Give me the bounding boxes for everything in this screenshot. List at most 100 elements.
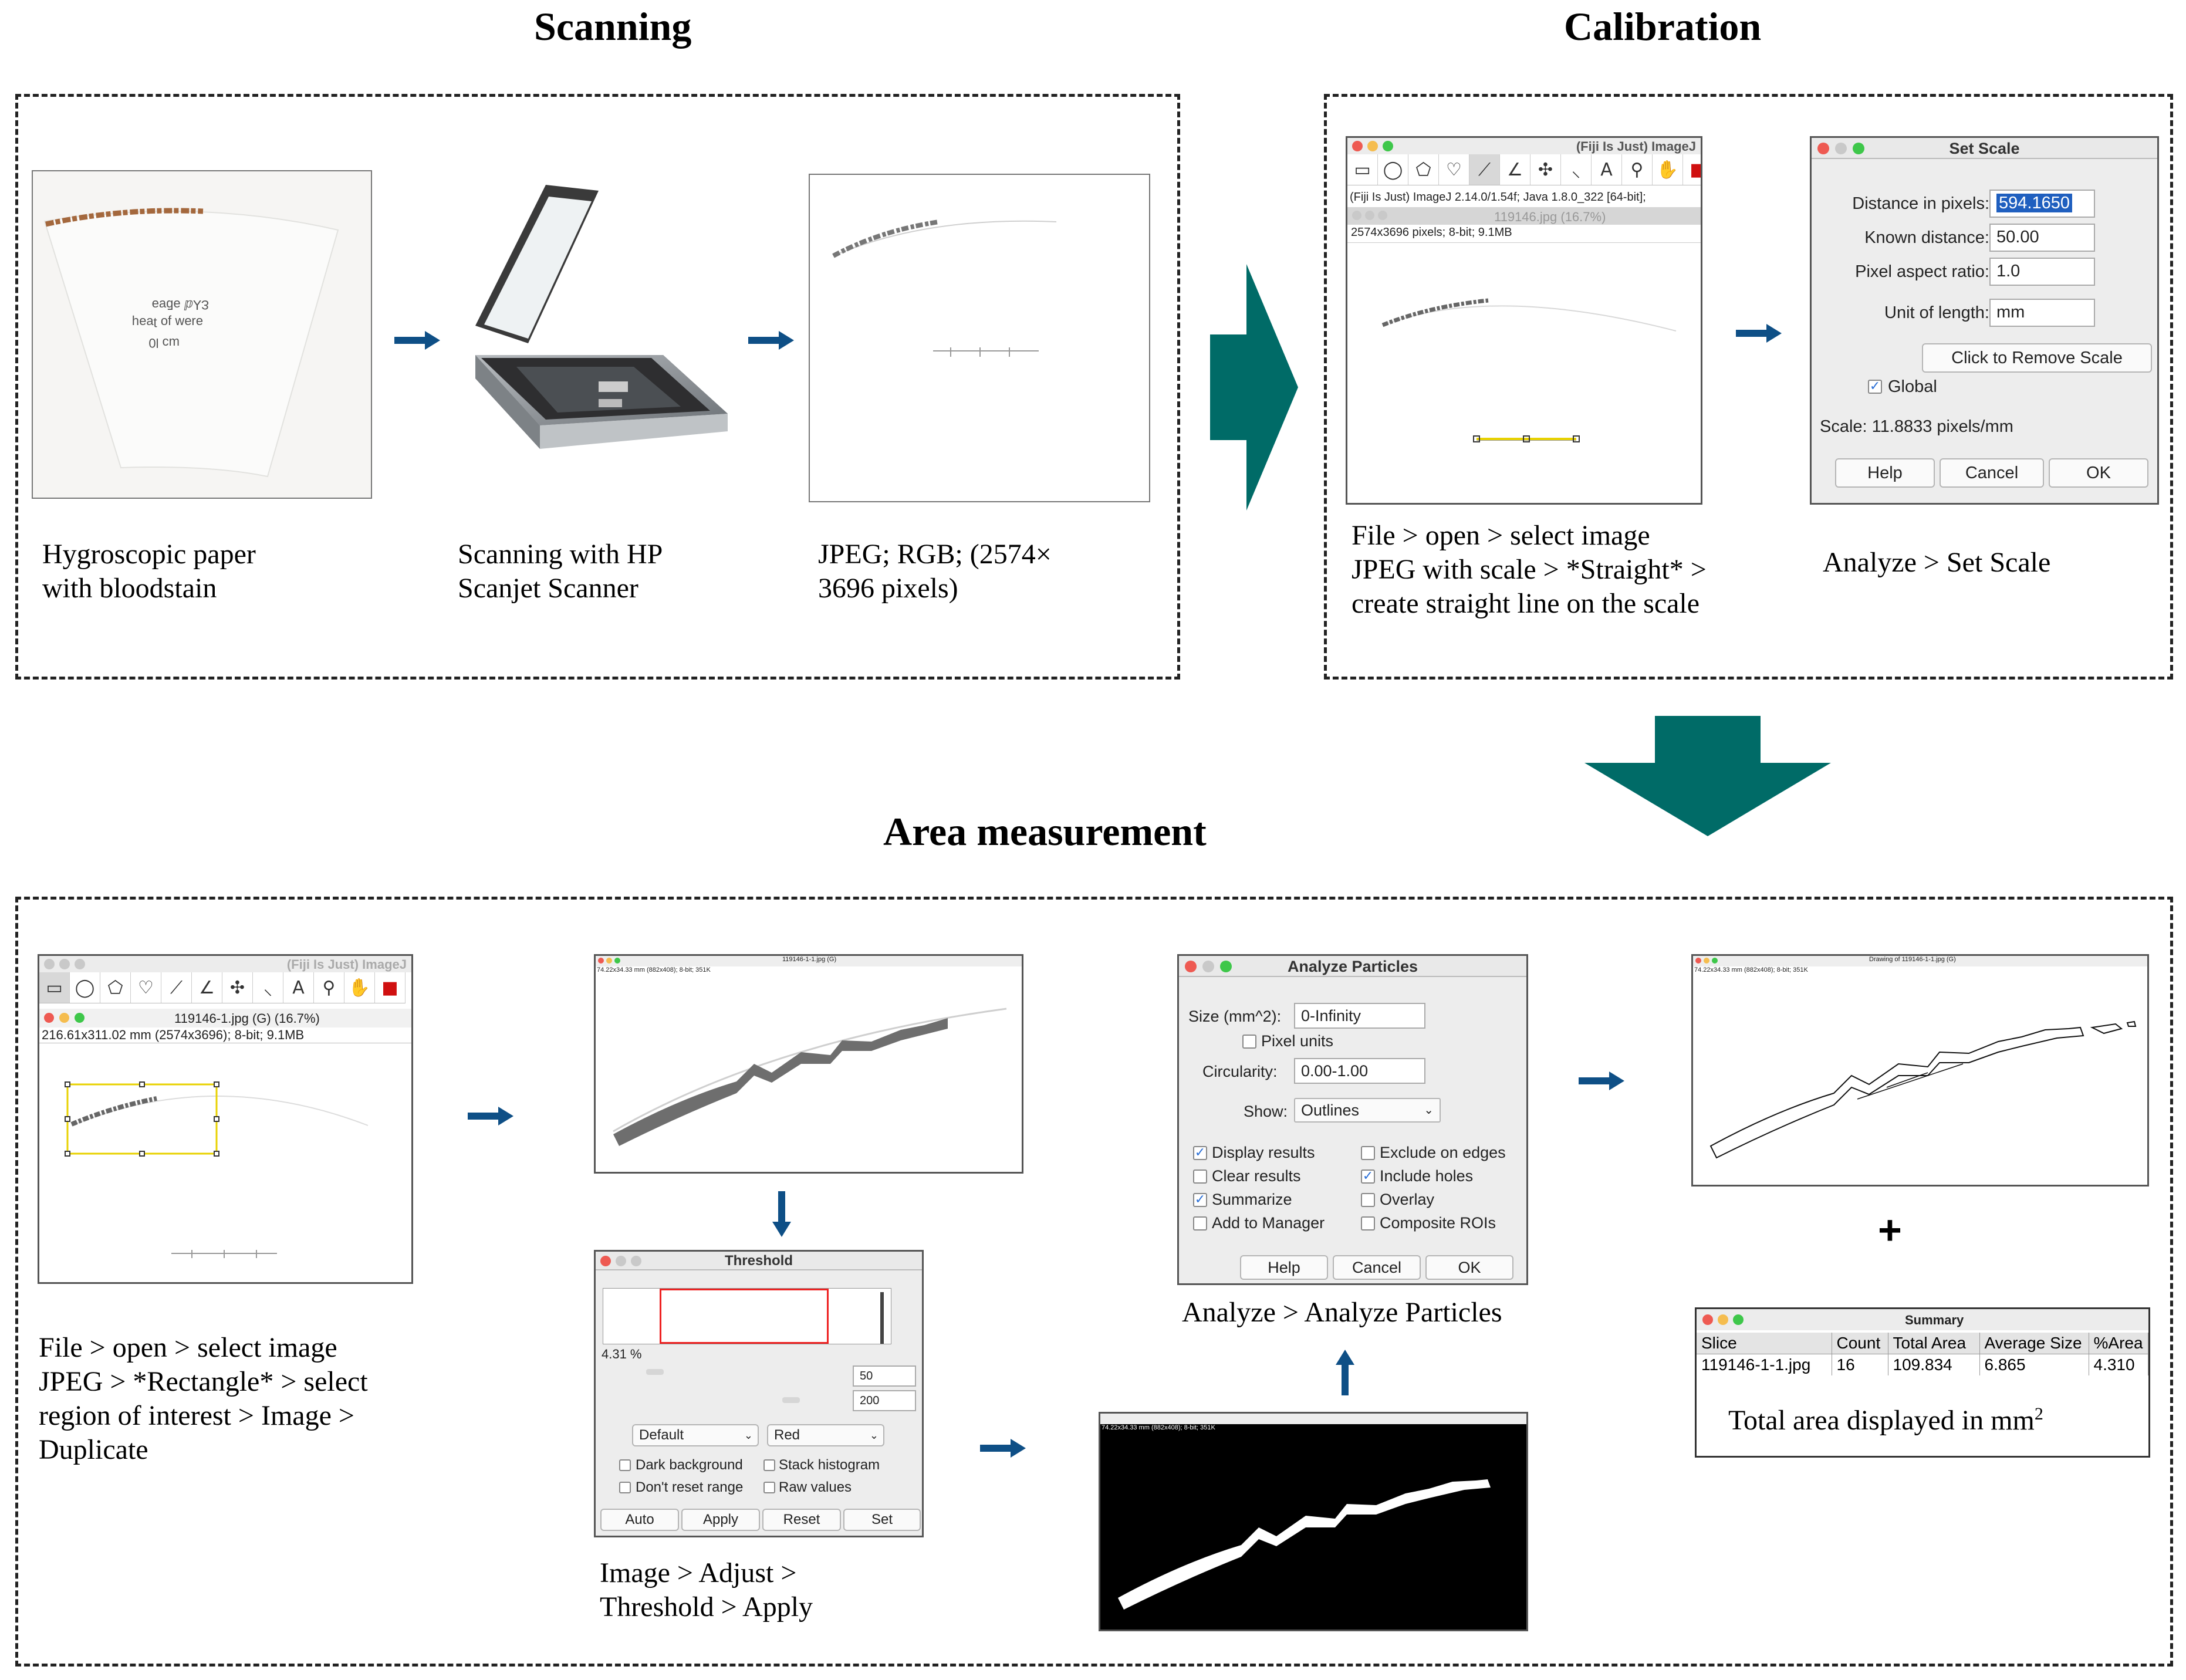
aspect-ratio-field[interactable]: 1.0: [1989, 258, 2095, 286]
ok-button[interactable]: OK: [1425, 1255, 1513, 1280]
text-tool-icon[interactable]: A: [283, 972, 314, 1003]
help-button[interactable]: Help: [1240, 1255, 1328, 1280]
zoom-dot[interactable]: [1733, 1314, 1744, 1325]
exclude-edges-checkbox[interactable]: [1361, 1146, 1375, 1160]
pixel-units-checkbox[interactable]: [1242, 1035, 1256, 1049]
minimize-dot[interactable]: [59, 1013, 69, 1023]
zoom-dot[interactable]: [1383, 141, 1393, 151]
threshold-range-box[interactable]: [660, 1289, 829, 1344]
close-dot[interactable]: [1185, 961, 1197, 972]
dont-reset-checkbox[interactable]: [619, 1482, 631, 1493]
minimize-dot[interactable]: [616, 1256, 626, 1266]
angle-tool-icon[interactable]: ∠: [192, 972, 222, 1003]
minimize-dot[interactable]: [606, 958, 612, 964]
table-row[interactable]: 119146-1-1.jpg 16 109.834 6.865 4.310: [1697, 1354, 2148, 1375]
cancel-button[interactable]: Cancel: [1940, 458, 2044, 488]
close-dot[interactable]: [600, 1256, 611, 1266]
zoom-dot[interactable]: [614, 958, 620, 964]
angle-tool-icon[interactable]: ∠: [1500, 154, 1530, 185]
polygon-tool-icon[interactable]: ⬠: [1408, 154, 1439, 185]
max-field[interactable]: 200: [853, 1390, 916, 1411]
oval-tool-icon[interactable]: ◯: [70, 972, 100, 1003]
zoom-dot[interactable]: [1853, 143, 1864, 154]
zoom-dot[interactable]: [1220, 961, 1232, 972]
close-dot[interactable]: [1817, 143, 1829, 154]
dup-image-canvas[interactable]: [596, 976, 1022, 1172]
include-holes-checkbox[interactable]: ✓: [1361, 1169, 1375, 1184]
close-dot[interactable]: [1352, 141, 1363, 151]
rectangle-tool-icon[interactable]: ▭: [39, 972, 70, 1003]
add-manager-checkbox[interactable]: [1193, 1216, 1207, 1231]
dropper-tool-icon[interactable]: ■: [1683, 154, 1701, 185]
reset-button[interactable]: Reset: [762, 1509, 841, 1531]
rectangle-tool-icon[interactable]: ▭: [1347, 154, 1378, 185]
composite-rois-checkbox[interactable]: [1361, 1216, 1375, 1231]
mode-select[interactable]: Red⌄: [767, 1424, 884, 1446]
set-button[interactable]: Set: [843, 1509, 921, 1531]
summary-cell: 109.834: [1888, 1354, 1980, 1375]
method-select[interactable]: Default⌄: [632, 1424, 759, 1446]
min-field[interactable]: 50: [853, 1365, 916, 1387]
overlay-checkbox[interactable]: [1361, 1193, 1375, 1207]
freehand-tool-icon[interactable]: ♡: [131, 972, 161, 1003]
hand-tool-icon[interactable]: ✋: [1653, 154, 1683, 185]
max-slider[interactable]: [782, 1397, 800, 1403]
freehand-tool-icon[interactable]: ♡: [1439, 154, 1469, 185]
straight-line-tool-icon[interactable]: ⟋: [1469, 154, 1500, 185]
close-dot[interactable]: [44, 959, 55, 969]
display-results-checkbox[interactable]: ✓: [1193, 1146, 1207, 1160]
zoom-dot[interactable]: [1378, 211, 1387, 220]
image-canvas[interactable]: [39, 1043, 411, 1282]
minimize-dot[interactable]: [1718, 1314, 1728, 1325]
close-dot[interactable]: [598, 958, 604, 964]
oval-tool-icon[interactable]: ◯: [1378, 154, 1408, 185]
unit-field[interactable]: mm: [1989, 299, 2095, 327]
minimize-dot[interactable]: [1367, 141, 1378, 151]
hand-tool-icon[interactable]: ✋: [344, 972, 375, 1003]
magnifier-tool-icon[interactable]: ⚲: [1622, 154, 1653, 185]
auto-button[interactable]: Auto: [600, 1509, 679, 1531]
binary-image-canvas[interactable]: [1100, 1434, 1526, 1630]
known-distance-field[interactable]: 50.00: [1989, 224, 2095, 252]
global-checkbox[interactable]: ✓: [1868, 380, 1882, 394]
stack-histogram-checkbox[interactable]: [763, 1459, 775, 1471]
apply-button[interactable]: Apply: [681, 1509, 760, 1531]
clear-results-checkbox[interactable]: [1193, 1169, 1207, 1184]
straight-line-tool-icon[interactable]: ⟋: [161, 972, 192, 1003]
polygon-tool-icon[interactable]: ⬠: [100, 972, 131, 1003]
close-dot[interactable]: [1352, 211, 1361, 220]
wand-tool-icon[interactable]: ⸜: [1561, 154, 1592, 185]
image-canvas[interactable]: [1347, 242, 1701, 503]
size-field[interactable]: 0-Infinity: [1294, 1003, 1425, 1029]
zoom-dot[interactable]: [631, 1256, 641, 1266]
zoom-dot[interactable]: [75, 959, 85, 969]
point-tool-icon[interactable]: ✣: [1530, 154, 1561, 185]
remove-scale-button[interactable]: Click to Remove Scale: [1922, 343, 2152, 373]
raw-values-checkbox[interactable]: [763, 1482, 775, 1493]
wand-tool-icon[interactable]: ⸜: [253, 972, 283, 1003]
zoom-dot[interactable]: [1712, 958, 1718, 964]
point-tool-icon[interactable]: ✣: [222, 972, 253, 1003]
minimize-dot[interactable]: [59, 959, 70, 969]
summarize-checkbox[interactable]: ✓: [1193, 1193, 1207, 1207]
minimize-dot[interactable]: [1365, 211, 1374, 220]
magnifier-tool-icon[interactable]: ⚲: [314, 972, 344, 1003]
minimize-dot[interactable]: [1704, 958, 1709, 964]
ok-button[interactable]: OK: [2049, 458, 2148, 488]
close-dot[interactable]: [1702, 1314, 1713, 1325]
cancel-button[interactable]: Cancel: [1333, 1255, 1421, 1280]
distance-field[interactable]: 594.1650: [1989, 190, 2095, 218]
zoom-dot[interactable]: [75, 1013, 85, 1023]
help-button[interactable]: Help: [1835, 458, 1935, 488]
minimize-dot[interactable]: [1202, 961, 1214, 972]
circularity-field[interactable]: 0.00-1.00: [1294, 1058, 1425, 1084]
minimize-dot[interactable]: [1835, 143, 1847, 154]
min-slider[interactable]: [646, 1369, 664, 1375]
close-dot[interactable]: [1695, 958, 1701, 964]
drawing-canvas[interactable]: [1693, 976, 2147, 1185]
dark-background-checkbox[interactable]: [619, 1459, 631, 1471]
dropper-tool-icon[interactable]: ■: [375, 972, 406, 1003]
close-dot[interactable]: [44, 1013, 54, 1023]
text-tool-icon[interactable]: A: [1592, 154, 1622, 185]
show-select[interactable]: Outlines⌄: [1294, 1098, 1441, 1123]
